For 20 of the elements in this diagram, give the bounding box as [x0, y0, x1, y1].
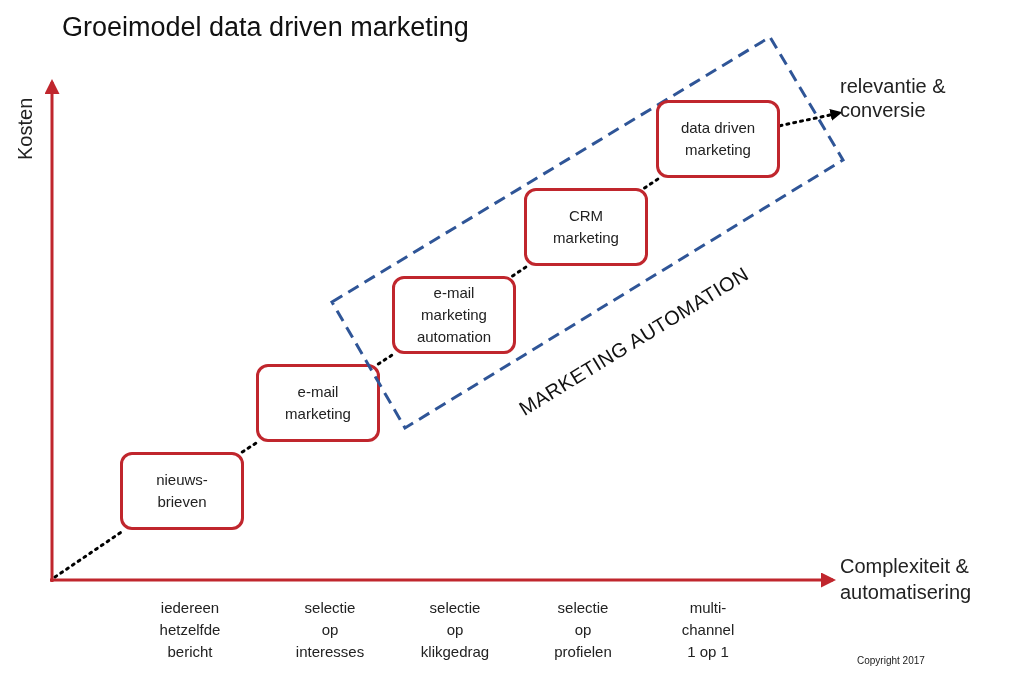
outcome-text: relevantie & conversie: [840, 74, 960, 122]
dotted-line: [240, 440, 260, 454]
axis-category: selectie op interesses: [294, 598, 366, 662]
stage-box: e-mail marketing: [256, 364, 380, 442]
stage-box: e-mail marketing automation: [392, 276, 516, 354]
axis-category: iedereen hetzelfde bericht: [158, 598, 222, 662]
axis-title: Complexiteit & automatisering: [840, 554, 973, 605]
stage-box: nieuws-brieven: [120, 452, 244, 530]
dotted-line: [643, 176, 661, 190]
dotted-arrow: [778, 109, 843, 128]
axis-category: multi-channel 1 op 1: [680, 598, 736, 662]
stage-box: data driven marketing: [656, 100, 780, 178]
copyright-note: Copyright 2017: [857, 654, 925, 668]
dotted-line: [511, 264, 529, 278]
dotted-line: [376, 352, 396, 366]
axis-category: selectie op profielen: [553, 598, 613, 662]
axis-title: Kosten: [14, 97, 36, 160]
stage-box: CRM marketing: [524, 188, 648, 266]
axis-category: selectie op klikgedrag: [419, 598, 491, 662]
diagram-title: Groeimodel data driven marketing: [62, 12, 469, 43]
